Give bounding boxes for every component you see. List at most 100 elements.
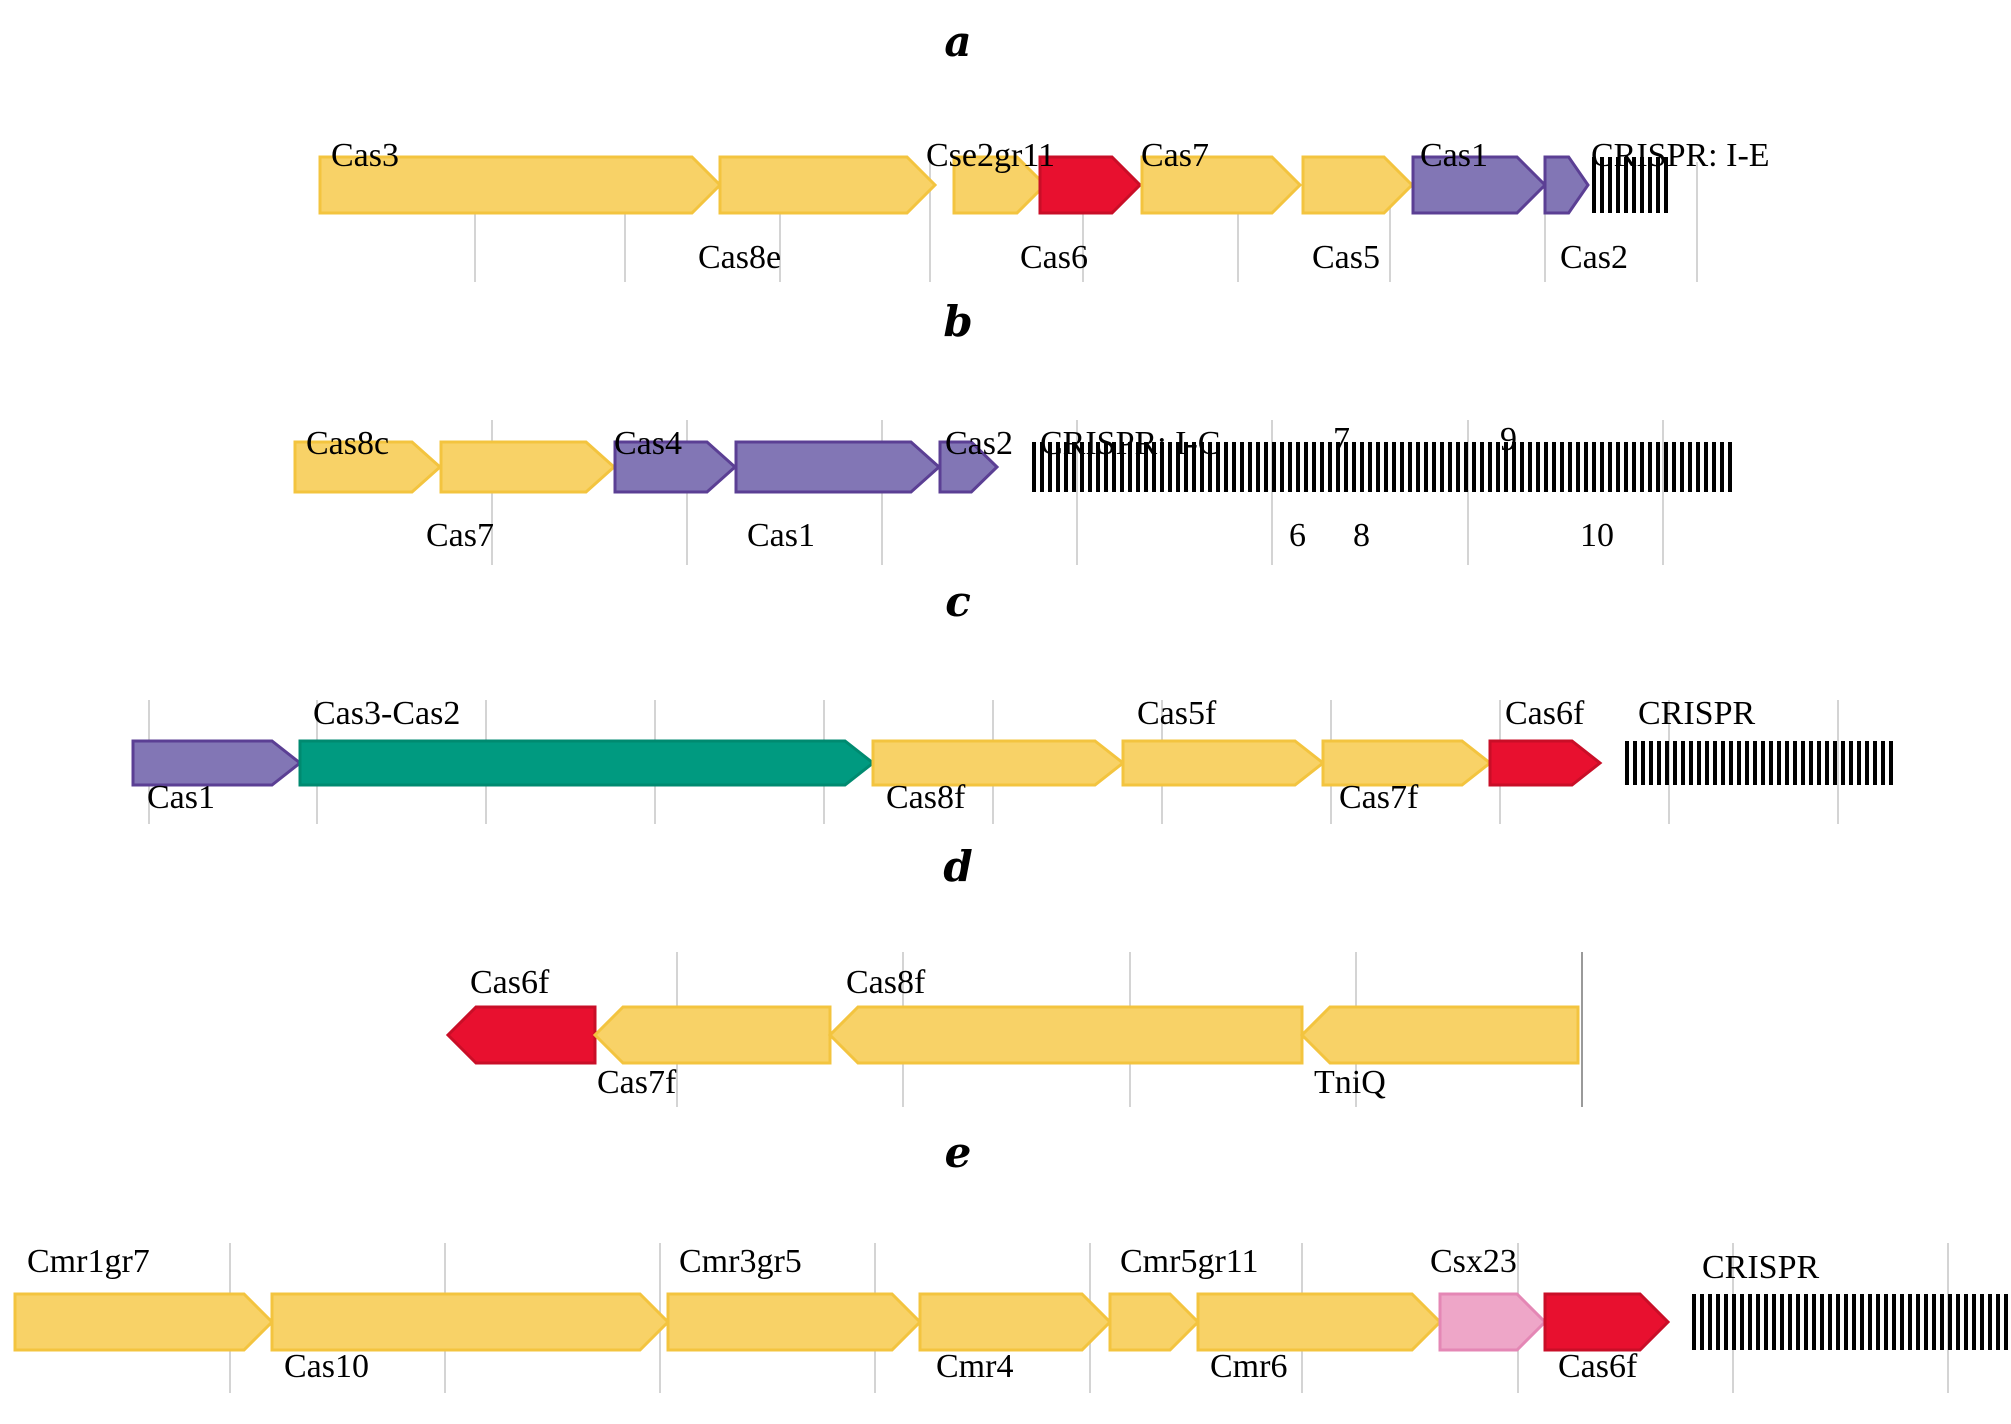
label-cse2gr11: Cse2gr11 xyxy=(926,137,1055,174)
crispr-repeat-bar-e-32 xyxy=(1948,1294,1952,1350)
crispr-repeat-bar-b-67 xyxy=(1568,442,1572,492)
crispr-repeat-bar-b-56 xyxy=(1480,442,1484,492)
crispr-repeat-bar-b-86 xyxy=(1720,442,1724,492)
crispr-repeat-bar-b-63 xyxy=(1536,442,1540,492)
label-cas8c: Cas8c xyxy=(306,425,389,462)
crispr-repeat-bar-b-66 xyxy=(1560,442,1564,492)
crispr-repeat-bar-a-4 xyxy=(1624,157,1628,213)
crispr-repeat-bar-c-11 xyxy=(1713,741,1717,785)
crispr-repeat-bar-b-82 xyxy=(1688,442,1692,492)
gene-arrow-a-7 xyxy=(1411,155,1548,215)
gene-arrow-a-1 xyxy=(318,155,723,215)
crispr-repeat-bar-e-10 xyxy=(1772,1294,1776,1350)
crispr-arrays xyxy=(1032,157,2008,1350)
gene-arrow-b-5 xyxy=(938,440,1000,494)
crispr-repeat-bar-c-19 xyxy=(1777,741,1781,785)
label-cas6: Cas6 xyxy=(1020,239,1088,276)
label-crispr-i-e: CRISPR: I-E xyxy=(1591,137,1770,174)
crispr-repeat-bar-c-18 xyxy=(1769,741,1773,785)
crispr-repeat-bar-e-7 xyxy=(1748,1294,1752,1350)
crispr-repeat-bar-b-83 xyxy=(1696,442,1700,492)
label-cas8e: Cas8e xyxy=(698,239,781,276)
crispr-repeat-bar-b-47 xyxy=(1408,442,1412,492)
gene-arrow-c-5 xyxy=(1321,739,1493,787)
crispr-repeat-bar-e-38 xyxy=(1996,1294,2000,1350)
crispr-repeat-bar-e-16 xyxy=(1820,1294,1824,1350)
label-cmr1gr7: Cmr1gr7 xyxy=(27,1243,150,1280)
crispr-repeat-bar-e-34 xyxy=(1964,1294,1968,1350)
panel-letter-c: c xyxy=(945,577,971,626)
crispr-repeat-bar-b-74 xyxy=(1624,442,1628,492)
crispr-repeat-bar-b-72 xyxy=(1608,442,1612,492)
gene-arrow-b-4 xyxy=(734,440,942,494)
label-cas1: Cas1 xyxy=(147,779,215,816)
crispr-repeat-bar-e-37 xyxy=(1988,1294,1992,1350)
gene-arrow-d-1 xyxy=(445,1005,597,1065)
crispr-repeat-bar-b-11 xyxy=(1120,442,1124,492)
crispr-repeat-bar-e-15 xyxy=(1812,1294,1816,1350)
crispr-repeat-bar-b-45 xyxy=(1392,442,1396,492)
gene-arrow-d-3 xyxy=(827,1005,1304,1065)
crispr-repeat-bar-b-55 xyxy=(1472,442,1476,492)
label-cas7f: Cas7f xyxy=(597,1064,677,1101)
gene-arrow-c-1 xyxy=(131,739,303,787)
label-cas3: Cas3 xyxy=(331,137,399,174)
label-cmr4: Cmr4 xyxy=(936,1348,1013,1385)
crispr-repeat-bar-c-22 xyxy=(1801,741,1805,785)
label-cas6f: Cas6f xyxy=(1505,695,1585,732)
label-cas1: Cas1 xyxy=(747,517,815,554)
crispr-repeat-bar-e-24 xyxy=(1884,1294,1888,1350)
crispr-repeat-bar-e-28 xyxy=(1916,1294,1920,1350)
crispr-repeat-bar-b-62 xyxy=(1528,442,1532,492)
crispr-repeat-bar-b-87 xyxy=(1728,442,1732,492)
crispr-repeat-bar-b-8 xyxy=(1096,442,1100,492)
crispr-repeat-bar-e-33 xyxy=(1956,1294,1960,1350)
gene-arrow-a-5 xyxy=(1140,155,1303,215)
crispr-repeat-bar-e-25 xyxy=(1892,1294,1896,1350)
crispr-repeat-bar-b-69 xyxy=(1584,442,1588,492)
crispr-repeat-bar-c-4 xyxy=(1657,741,1661,785)
crispr-repeat-bar-b-77 xyxy=(1648,442,1652,492)
crispr-repeat-bar-e-4 xyxy=(1724,1294,1728,1350)
crispr-repeat-bar-b-33 xyxy=(1296,442,1300,492)
crispr-repeat-bar-c-15 xyxy=(1745,741,1749,785)
label-cas2: Cas2 xyxy=(945,425,1013,462)
crispr-repeat-bar-b-37 xyxy=(1328,442,1332,492)
crispr-repeat-bar-c-6 xyxy=(1673,741,1677,785)
crispr-repeat-bar-a-1 xyxy=(1600,157,1604,213)
crispr-repeat-bar-b-21 xyxy=(1200,442,1204,492)
crispr-repeat-bar-b-40 xyxy=(1352,442,1356,492)
crispr-repeat-bar-e-23 xyxy=(1876,1294,1880,1350)
crispr-repeat-bar-b-1 xyxy=(1040,442,1044,492)
crispr-repeat-bar-b-70 xyxy=(1592,442,1596,492)
crispr-repeat-bar-c-14 xyxy=(1737,741,1741,785)
crispr-repeat-bar-e-14 xyxy=(1804,1294,1808,1350)
crispr-repeat-bar-c-0 xyxy=(1625,741,1629,785)
crispr-repeat-bar-e-18 xyxy=(1836,1294,1840,1350)
label-cas5: Cas5 xyxy=(1312,239,1380,276)
crispr-repeat-bar-e-17 xyxy=(1828,1294,1832,1350)
gene-arrow-c-6 xyxy=(1488,739,1603,787)
crispr-repeat-bar-a-7 xyxy=(1648,157,1652,213)
gene-arrow-e-2 xyxy=(270,1292,671,1352)
label-crispr: CRISPR xyxy=(1702,1249,1819,1286)
crispr-repeat-bar-b-24 xyxy=(1224,442,1228,492)
label-spacer-6: 6 xyxy=(1289,517,1306,554)
crispr-repeat-bar-c-3 xyxy=(1649,741,1653,785)
crispr-repeat-bar-e-13 xyxy=(1796,1294,1800,1350)
crispr-repeat-bar-b-2 xyxy=(1048,442,1052,492)
gene-arrow-a-4 xyxy=(1038,155,1143,215)
label-cas7: Cas7 xyxy=(426,517,494,554)
crispr-repeat-bar-e-29 xyxy=(1924,1294,1928,1350)
crispr-repeat-bar-c-10 xyxy=(1705,741,1709,785)
crispr-repeat-bar-b-25 xyxy=(1232,442,1236,492)
label-spacer-8: 8 xyxy=(1353,517,1370,554)
crispr-repeat-bar-e-39 xyxy=(2004,1294,2008,1350)
crispr-repeat-bar-b-58 xyxy=(1496,442,1500,492)
label-cas10: Cas10 xyxy=(284,1348,369,1385)
gene-arrow-e-1 xyxy=(13,1292,275,1352)
crispr-repeat-bar-e-1 xyxy=(1700,1294,1704,1350)
crispr-repeat-bar-b-29 xyxy=(1264,442,1268,492)
crispr-repeat-bar-e-0 xyxy=(1692,1294,1696,1350)
